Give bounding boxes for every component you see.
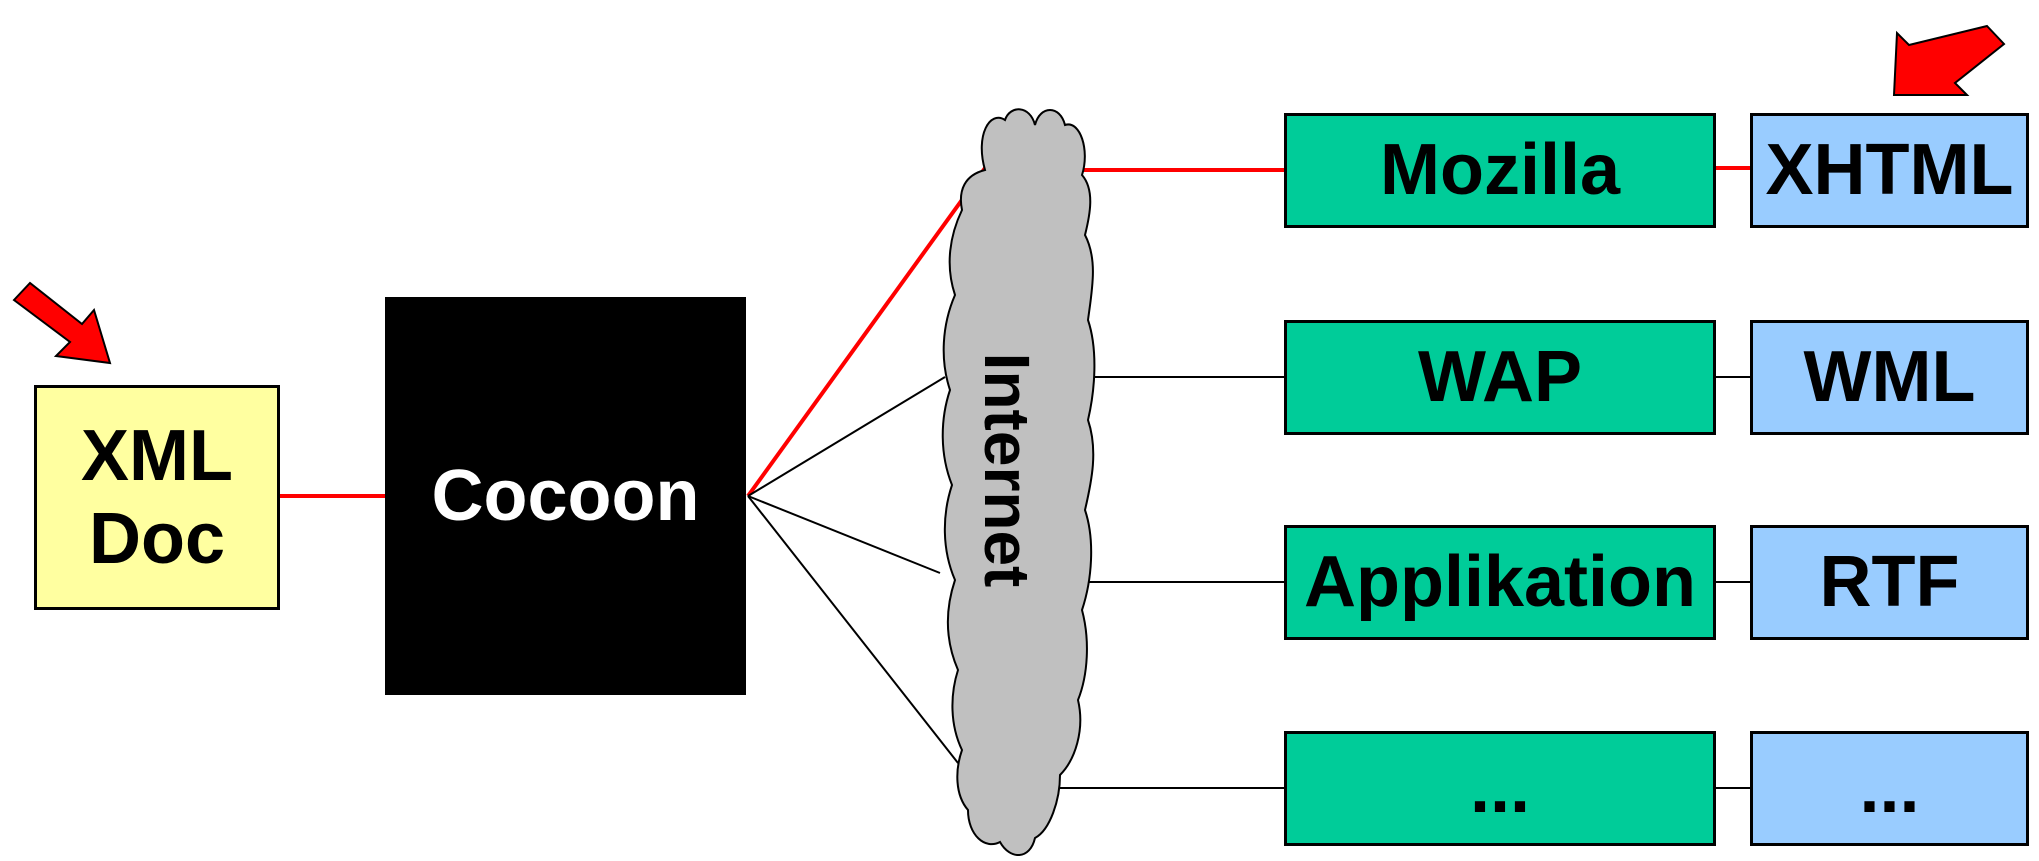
connector-cocoon-internet-1 [746,166,987,498]
format-label: WML [1803,337,1976,418]
client-label: ... [1469,748,1530,829]
format-box-rtf: RTF [1750,525,2029,640]
internet-label: Internet [971,353,1043,588]
client-label: WAP [1417,337,1582,418]
format-label: RTF [1819,542,1960,623]
cocoon-label: Cocoon [431,455,700,536]
connector-cocoon-internet-2 [747,376,946,497]
xml-doc-label-line2: Doc [88,498,226,579]
cocoon-box: Cocoon [385,297,746,695]
client-box-wap: WAP [1284,320,1716,435]
arrow-icon-xml-doc [12,281,112,365]
format-box-xhtml: XHTML [1750,113,2029,228]
client-box-applikation: Applikation [1284,525,1716,640]
connector-cocoon-internet-4 [747,495,959,764]
client-label: Applikation [1304,542,1696,623]
xml-doc-label-line1: XML [81,415,233,496]
connector-cocoon-internet-3 [747,495,941,574]
xml-doc-box: XML Doc [34,385,280,610]
internet-cloud [941,108,1096,856]
format-label: ... [1859,748,1920,829]
client-label: Mozilla [1379,130,1620,211]
client-box-mozilla: Mozilla [1284,113,1716,228]
format-box-wml: WML [1750,320,2029,435]
arrow-icon-xhtml [1892,24,2006,96]
client-box-other: ... [1284,731,1716,846]
format-label: XHTML [1765,130,2014,211]
format-box-other: ... [1750,731,2029,846]
